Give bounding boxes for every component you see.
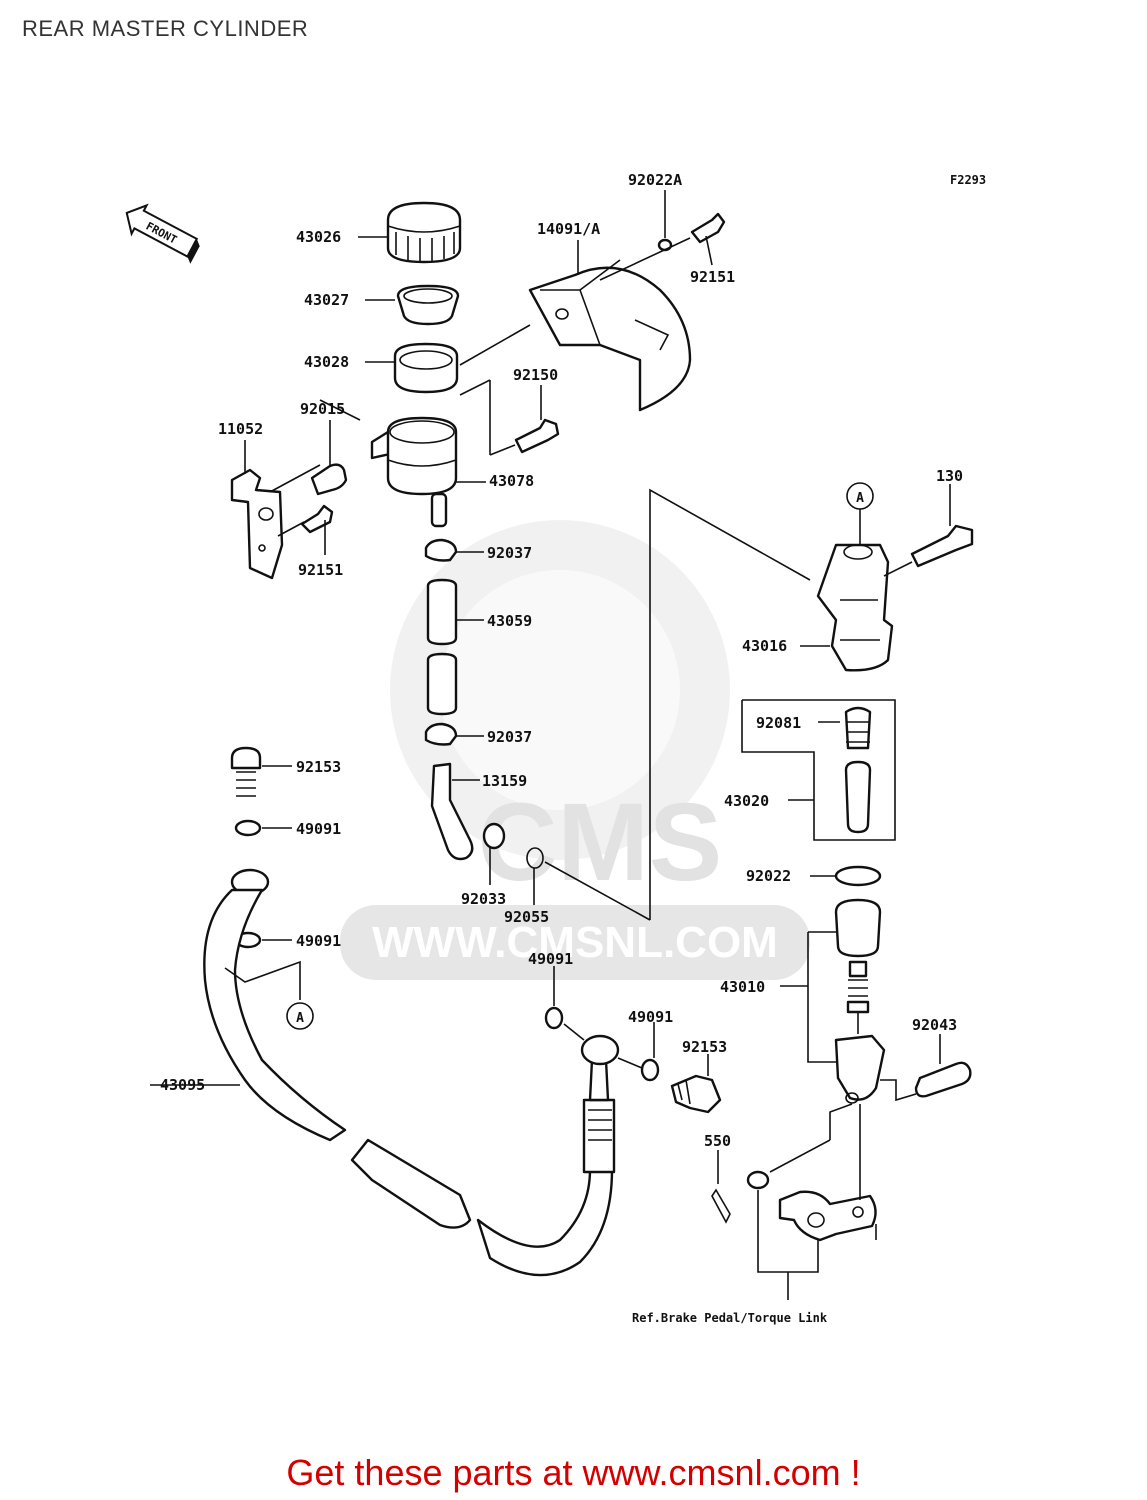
front-arrow-icon: FRONT (125, 203, 200, 264)
part-49091-a[interactable]: 49091 (234, 819, 341, 838)
part-92153-lower[interactable]: 92153 (670, 1038, 727, 1114)
part-130[interactable]: 130 (883, 467, 974, 577)
label-92043: 92043 (912, 1016, 957, 1034)
label-49091-d: 49091 (628, 1008, 673, 1026)
label-92150: 92150 (513, 366, 558, 384)
part-43026[interactable]: 43026 (296, 201, 462, 264)
label-14091A: 14091/A (537, 220, 600, 238)
callout-a-label: A (856, 491, 864, 506)
part-13159[interactable]: 13159 (430, 762, 527, 861)
label-49091-c: 49091 (528, 950, 573, 968)
part-550[interactable]: 550 (704, 1132, 731, 1224)
part-43028[interactable]: 43028 (304, 342, 459, 394)
part-43016[interactable]: 43016 (742, 543, 894, 672)
part-43078[interactable]: 43078 (370, 379, 534, 528)
callout-a-upper: A (846, 482, 874, 545)
label-92022: 92022 (746, 867, 791, 885)
part-92151-cover-bolt[interactable]: 92151 (599, 212, 735, 286)
part-92150[interactable]: 92150 (513, 366, 560, 454)
part-92037-upper[interactable]: 92037 (424, 538, 532, 562)
callout-a-lower-label: A (296, 1011, 304, 1026)
label-92153-lower: 92153 (682, 1038, 727, 1056)
part-43059[interactable]: 43059 (426, 578, 532, 716)
label-92055: 92055 (504, 908, 549, 926)
part-92022A[interactable]: 92022A (628, 171, 682, 252)
watermark-text: WWW.CMSNL.COM (372, 918, 778, 967)
part-92015[interactable]: 92015 (300, 399, 361, 496)
part-43010[interactable]: 43010 (720, 898, 886, 1104)
part-43027[interactable]: 43027 (304, 284, 460, 326)
label-92015: 92015 (300, 400, 345, 418)
label-43016: 43016 (742, 637, 787, 655)
label-43078: 43078 (489, 472, 534, 490)
part-92043[interactable]: 92043 (880, 1016, 972, 1102)
label-13159: 13159 (482, 772, 527, 790)
watermark: CMS WWW.CMSNL.COM (340, 520, 810, 980)
label-43095: 43095 (160, 1076, 205, 1094)
label-49091-a: 49091 (296, 820, 341, 838)
part-11052[interactable]: 11052 (218, 420, 321, 580)
part-92033[interactable]: 92033 (461, 822, 506, 908)
label-92153-upper: 92153 (296, 758, 341, 776)
reference-note: Ref.Brake Pedal/Torque Link (632, 1311, 828, 1325)
label-49091-b: 49091 (296, 932, 341, 950)
part-43095[interactable]: 43095 (150, 868, 620, 1277)
callout-a-lower: A (224, 960, 314, 1030)
label-92151-bracket: 92151 (298, 561, 343, 579)
part-92037-lower[interactable]: 92037 (424, 722, 532, 746)
footer-link[interactable]: Get these parts at www.cmsnl.com ! (286, 1452, 861, 1493)
page-title: REAR MASTER CYLINDER (22, 16, 309, 41)
part-49091-c[interactable]: 49091 (528, 950, 585, 1041)
part-92022[interactable]: 92022 (746, 865, 882, 887)
label-43010: 43010 (720, 978, 765, 996)
label-43059: 43059 (487, 612, 532, 630)
part-43020-kit[interactable]: 92081 43020 (724, 699, 896, 841)
label-43026: 43026 (296, 228, 341, 246)
part-92151-bracket-bolt[interactable]: 92151 (277, 504, 343, 579)
label-92037-upper: 92037 (487, 544, 532, 562)
part-92153-upper[interactable]: 92153 (230, 746, 341, 797)
label-11052: 11052 (218, 420, 263, 438)
part-49091-b[interactable]: 49091 (234, 931, 341, 950)
part-49091-d[interactable]: 49091 (617, 1008, 673, 1082)
label-43020: 43020 (724, 792, 769, 810)
watermark-logo: CMS (478, 781, 722, 904)
label-92022A: 92022A (628, 171, 682, 189)
part-14091A[interactable]: 14091/A (459, 220, 692, 412)
ref-brake-pedal-torque-link: Ref.Brake Pedal/Torque Link (632, 1103, 877, 1325)
label-43027: 43027 (304, 291, 349, 309)
label-92037-lower: 92037 (487, 728, 532, 746)
label-550: 550 (704, 1132, 731, 1150)
label-43028: 43028 (304, 353, 349, 371)
label-130: 130 (936, 467, 963, 485)
part-92055[interactable]: 92055 (504, 847, 651, 926)
label-92151-cover: 92151 (690, 268, 735, 286)
label-92033: 92033 (461, 890, 506, 908)
figure-code: F2293 (950, 173, 986, 187)
label-92081: 92081 (756, 714, 801, 732)
